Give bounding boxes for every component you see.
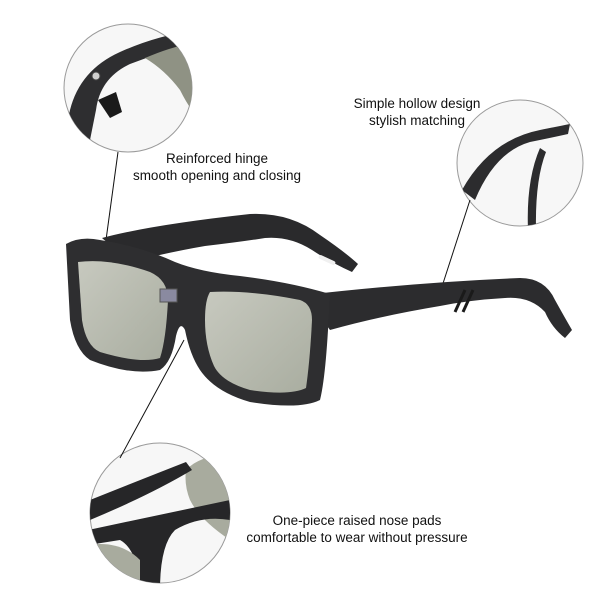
glasses-main — [66, 213, 572, 406]
nosepad-caption: One-piece raised nose pads comfortable t… — [232, 512, 482, 546]
hinge-caption-line1: Reinforced hinge — [165, 151, 269, 166]
temple-detail-circle — [456, 99, 584, 227]
hollow-caption: Simple hollow design stylish matching — [342, 95, 492, 129]
hinge-detail-circle — [63, 23, 193, 153]
hinge-caption-line2: smooth opening and closing — [132, 168, 302, 183]
nosepad-leader-line — [119, 339, 185, 459]
nosepad-detail-circle — [89, 442, 231, 584]
hollow-caption-line1: Simple hollow design — [353, 96, 481, 111]
hinge-leader-line — [105, 151, 119, 241]
nosepad-caption-line1: One-piece raised nose pads — [272, 513, 442, 528]
sensor-window — [159, 288, 178, 303]
nosepad-caption-line2: comfortable to wear without pressure — [246, 530, 468, 545]
hinge-caption: Reinforced hinge smooth opening and clos… — [122, 150, 312, 184]
hollow-caption-line2: stylish matching — [368, 113, 466, 128]
